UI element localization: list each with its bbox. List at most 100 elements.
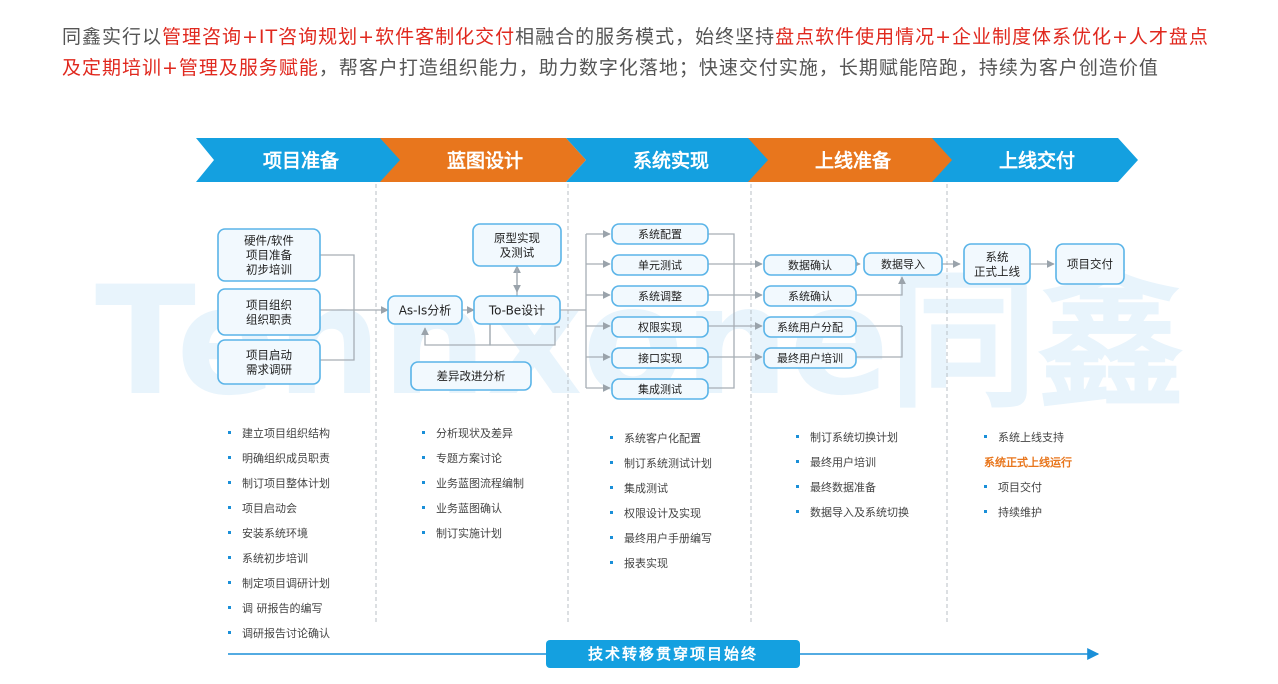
connector-training-join	[856, 326, 903, 358]
bullet-item: 系统客户化配置	[610, 426, 712, 451]
tech-transfer-banner: 技术转移贯穿项目始终	[546, 640, 800, 668]
phase-label-4: 上线准备	[815, 149, 892, 172]
phase-label-1: 项目准备	[263, 149, 340, 172]
bullet-item: 业务蓝图流程编制	[422, 471, 524, 496]
phase-label-2: 蓝图设计	[447, 149, 523, 172]
bullet-list-phase-5: 系统上线支持系统正式上线运行项目交付持续维护	[984, 425, 1072, 525]
box-prep-organization-label-line-1: 项目组织	[246, 298, 292, 312]
bullet-item: 制订项目整体计划	[228, 471, 330, 496]
bullet-item: 业务蓝图确认	[422, 496, 524, 521]
bullet-text: 最终数据准备	[810, 481, 876, 494]
box-tobe-design-label-line-1: To-Be设计	[488, 303, 545, 317]
bullet-text: 业务蓝图确认	[436, 502, 502, 515]
flow-connectors	[320, 230, 1055, 392]
bullet-item: 制订系统切换计划	[796, 425, 909, 450]
bullet-item: 数据导入及系统切换	[796, 500, 909, 525]
box-data-import: 数据导入	[863, 252, 943, 276]
phase-chevron-3	[566, 138, 772, 182]
bullet-text: 最终用户手册编写	[624, 532, 712, 545]
bullet-text: 数据导入及系统切换	[810, 506, 909, 519]
bullet-text: 制定项目调研计划	[242, 577, 330, 590]
bullet-dot-icon	[610, 485, 613, 489]
box-ready-1-label-line-1: 数据确认	[788, 258, 832, 272]
intro-text-2: 相融合的服务模式，始终坚持	[515, 26, 776, 48]
bullet-item: 持续维护	[984, 500, 1072, 525]
connector-prep-bracket	[320, 254, 355, 361]
box-ready-4: 最终用户培训	[763, 347, 857, 369]
bullet-text: 权限设计及实现	[624, 507, 701, 520]
phase-label-3: 系统实现	[633, 149, 709, 172]
intro-paragraph: 同鑫实行以管理咨询+IT咨询规划+软件客制化交付相融合的服务模式，始终坚持盘点软…	[62, 22, 1222, 84]
bullet-item: 专题方案讨论	[422, 446, 524, 471]
bullet-item: 项目启动会	[228, 496, 330, 521]
bullet-text: 建立项目组织结构	[242, 427, 330, 440]
bullet-dot-icon	[228, 630, 231, 634]
phase-chevron-5	[932, 138, 1138, 182]
box-data-import-label-line-1: 数据导入	[881, 257, 925, 271]
bullet-dot-icon	[422, 480, 425, 484]
box-impl-2: 单元测试	[611, 254, 709, 276]
bullet-list-phase-4: 制订系统切换计划最终用户培训最终数据准备数据导入及系统切换	[796, 425, 909, 525]
bullet-dot-icon	[796, 434, 799, 438]
bullet-item: 项目交付	[984, 475, 1072, 500]
box-project-delivery: 项目交付	[1055, 243, 1125, 285]
box-ready-4-label-line-1: 最终用户培训	[777, 351, 843, 365]
bullet-dot-icon	[796, 484, 799, 488]
box-ready-3: 系统用户分配	[763, 316, 857, 338]
bullet-dot-icon	[422, 505, 425, 509]
bullet-dot-icon	[228, 455, 231, 459]
box-gap-analysis: 差异改进分析	[410, 361, 532, 391]
box-ready-3-label-line-1: 系统用户分配	[777, 320, 843, 334]
box-prep-hardware-software-label-line-3: 初步培训	[246, 263, 292, 277]
box-ready-2-label-line-1: 系统确认	[788, 290, 832, 303]
bullet-text: 项目启动会	[242, 502, 297, 515]
box-prototype-test-label-line-2: 及测试	[500, 245, 535, 259]
box-prep-hardware-software-label-line-1: 硬件/软件	[244, 234, 294, 248]
bullet-item: 明确组织成员职责	[228, 446, 330, 471]
bullet-dot-icon	[610, 535, 613, 539]
bullet-text: 持续维护	[998, 506, 1042, 519]
bullet-item: 制订实施计划	[422, 521, 524, 546]
phase-chevron-1	[196, 138, 402, 182]
bullet-dot-icon	[228, 430, 231, 434]
bullet-dot-icon	[610, 460, 613, 464]
bullet-dot-icon	[796, 459, 799, 463]
box-impl-6-label-line-1: 集成测试	[638, 382, 682, 396]
bullet-dot-icon	[228, 580, 231, 584]
box-prep-organization-label-line-2: 组织职责	[246, 312, 292, 326]
box-tobe-design: To-Be设计	[473, 295, 561, 325]
box-impl-1-label-line-1: 系统配置	[638, 228, 682, 241]
box-asis-analysis: As-Is分析	[387, 295, 463, 325]
bullet-item: 集成测试	[610, 476, 712, 501]
bullet-item: 系统初步培训	[228, 546, 330, 571]
bullet-text: 集成测试	[624, 482, 668, 495]
bullet-text: 调研报告讨论确认	[242, 627, 330, 640]
box-impl-3-label-line-1: 系统调整	[638, 289, 682, 303]
box-impl-2-label-line-1: 单元测试	[638, 259, 682, 272]
box-impl-5: 接口实现	[611, 347, 709, 369]
connector-sysconfirm-to-import	[856, 276, 906, 296]
bullet-text: 制订系统测试计划	[624, 457, 712, 470]
bullet-text: 项目交付	[998, 481, 1042, 494]
bullet-item: 制订系统测试计划	[610, 451, 712, 476]
bullet-dot-icon	[984, 484, 987, 488]
bullet-text: 业务蓝图流程编制	[436, 477, 524, 490]
bullet-dot-icon	[796, 509, 799, 513]
bullet-text: 明确组织成员职责	[242, 452, 330, 465]
bullet-item: 最终用户培训	[796, 450, 909, 475]
intro-text-3: ，帮客户打造组织能力，助力数字化落地；快速交付实施，长期赋能陪跑，持续为客户创造…	[318, 57, 1159, 79]
box-go-live-label-line-2: 正式上线	[974, 264, 1020, 278]
bullet-text: 调 研报告的编写	[242, 602, 323, 615]
bullet-text: 分析现状及差异	[436, 427, 513, 440]
bullet-dot-icon	[228, 555, 231, 559]
box-impl-4-label-line-1: 权限实现	[638, 320, 682, 334]
bullet-list-phase-2: 分析现状及差异专题方案讨论业务蓝图流程编制业务蓝图确认制订实施计划	[422, 421, 524, 546]
bullet-text: 系统正式上线运行	[984, 456, 1072, 469]
box-ready-1: 数据确认	[763, 254, 857, 276]
box-prep-kickoff-label-line-1: 项目启动	[246, 348, 292, 362]
box-go-live-label-line-1: 系统	[986, 250, 1009, 264]
